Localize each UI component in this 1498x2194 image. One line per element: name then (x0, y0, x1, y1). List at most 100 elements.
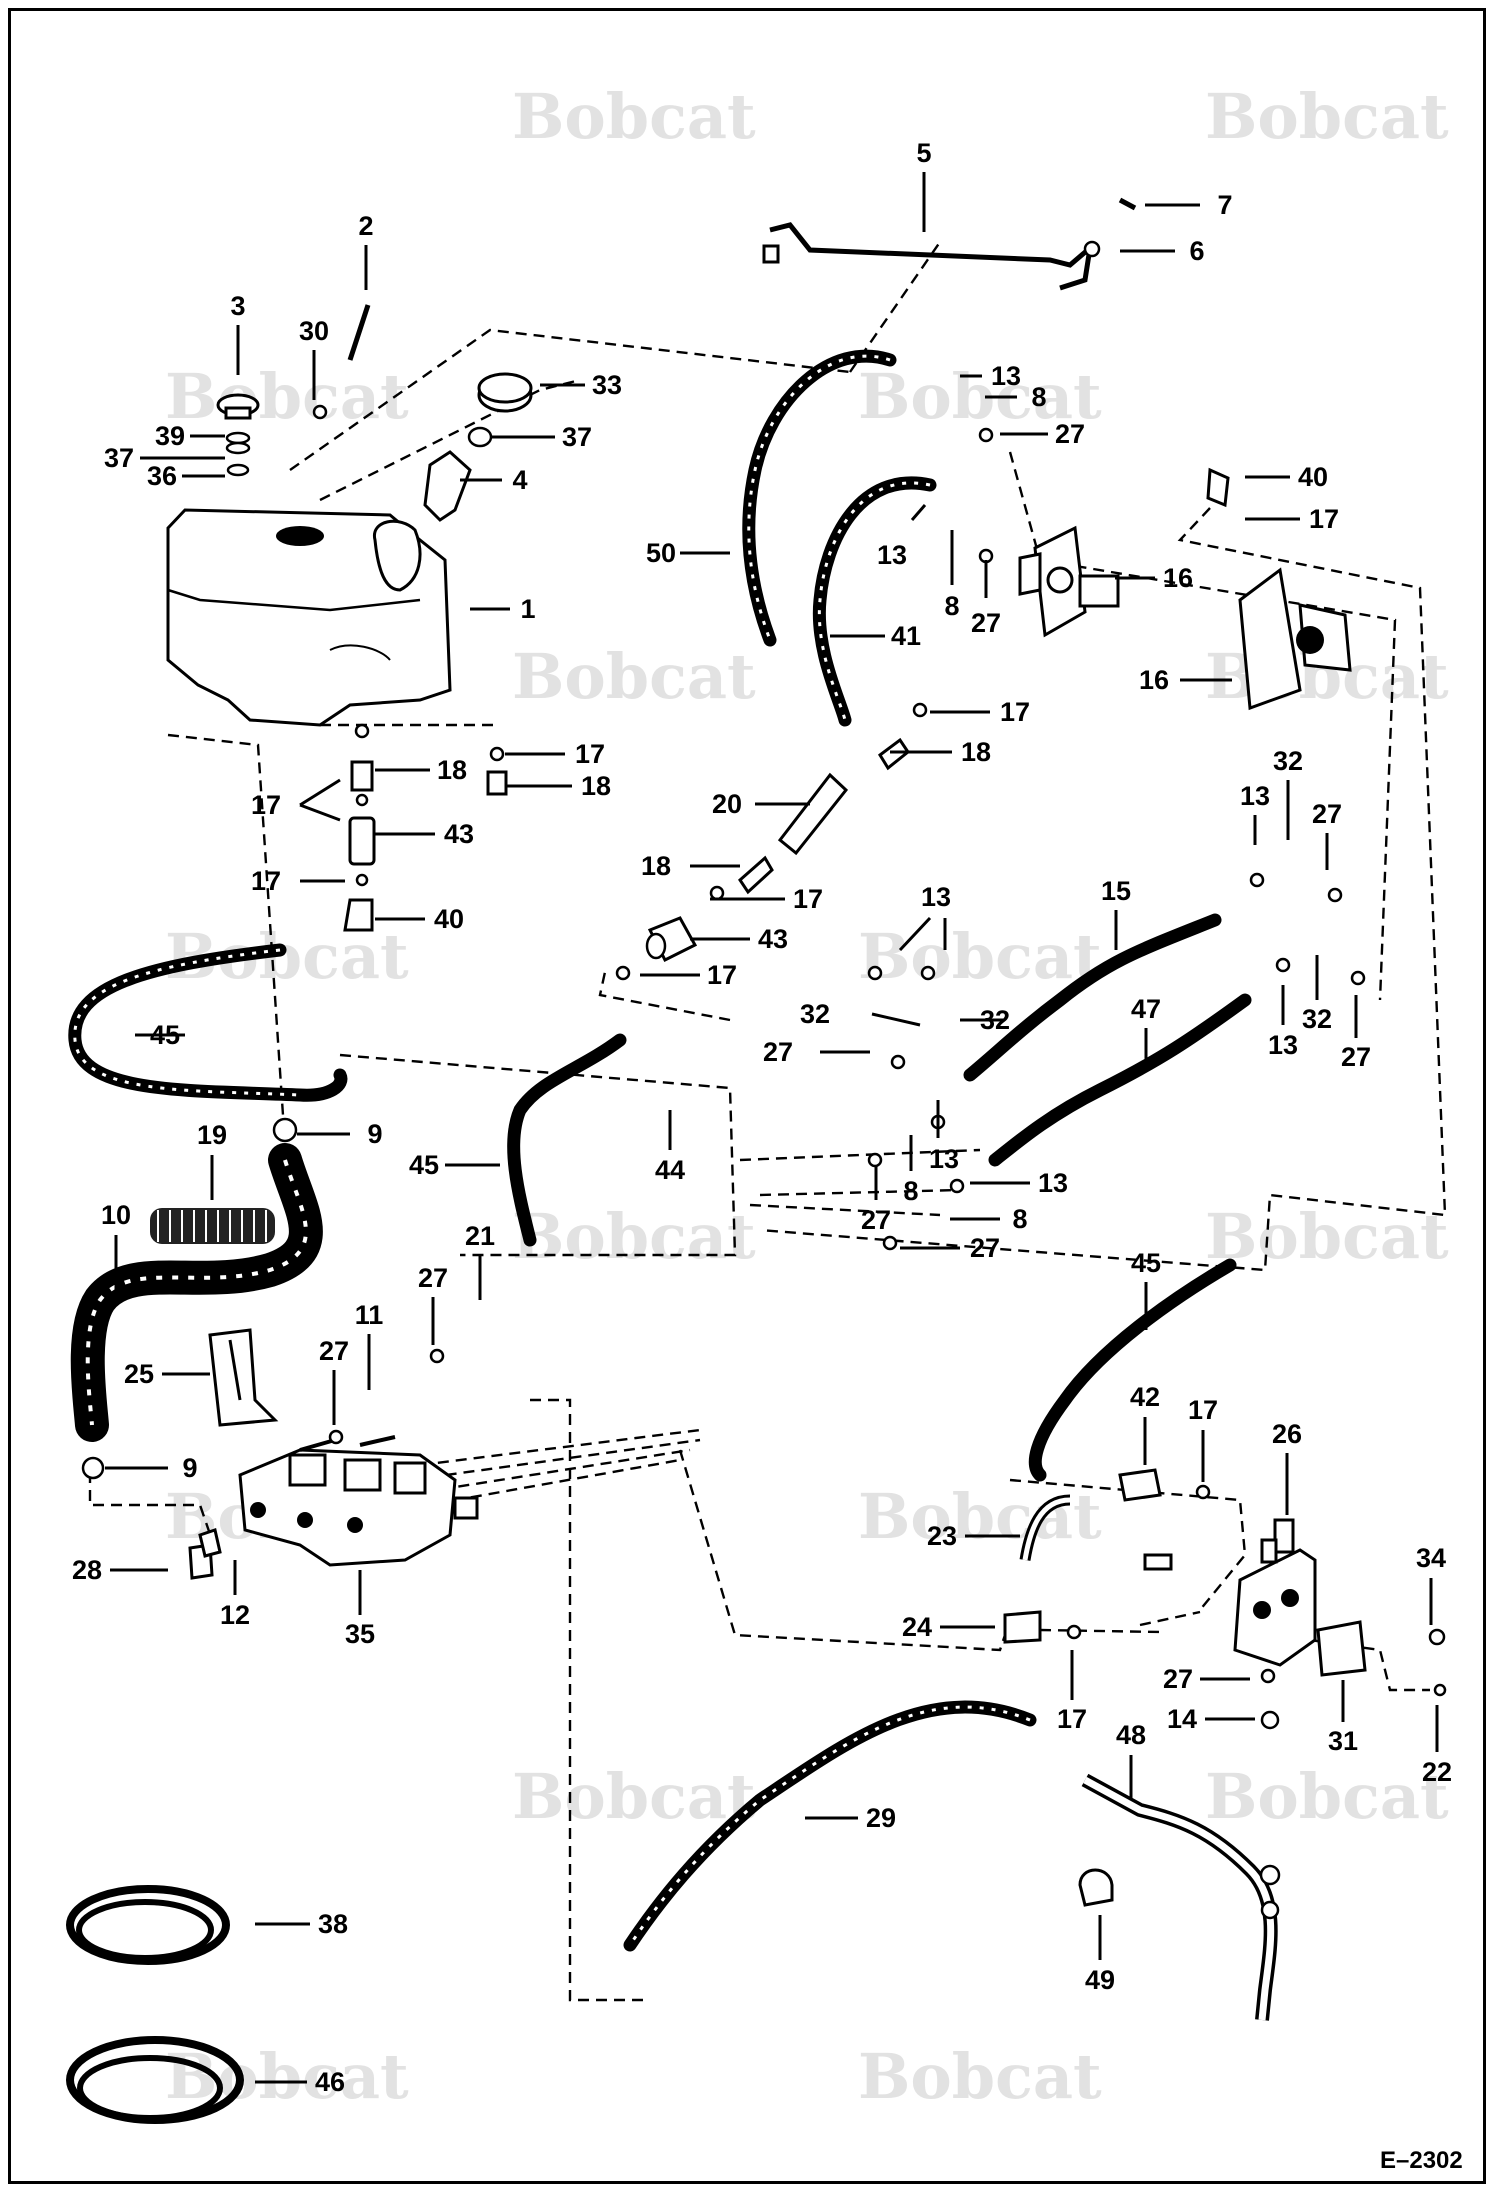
callout-label: 27 (1055, 419, 1085, 449)
control-valve-35 (238, 1435, 479, 1567)
callout-label: 27 (763, 1037, 793, 1067)
o-ring-seals (81, 427, 1447, 1730)
tube-23 (1019, 1494, 1071, 1561)
frame-bar-5 (762, 197, 1137, 291)
callout-label: 24 (902, 1612, 932, 1642)
coupler-20 (738, 737, 911, 895)
callout-label: 14 (1167, 1704, 1197, 1734)
callout-label: 13 (929, 1144, 959, 1174)
callout-label: 41 (891, 621, 921, 651)
hose-29 (623, 1700, 1037, 1952)
dipstick-2 (312, 304, 371, 420)
callout-label: 6 (1189, 236, 1204, 266)
callout-label: 43 (444, 819, 474, 849)
callout-label: 5 (916, 138, 931, 168)
callout-label: 13 (1268, 1030, 1298, 1060)
callout-label: 17 (1188, 1395, 1218, 1425)
callout-label: 34 (1416, 1543, 1446, 1573)
callout-label: 11 (355, 1300, 384, 1330)
watermark: Bobcat (1205, 1200, 1449, 1273)
hose-coil-38 (66, 1885, 230, 1965)
callout-label: 13 (877, 540, 907, 570)
callout-label: 9 (182, 1453, 197, 1483)
hose-45-right (1028, 1258, 1237, 1482)
leader-lines (105, 172, 1439, 2084)
callout-label: 3 (230, 291, 245, 321)
callout-label: 27 (319, 1336, 349, 1366)
callout-label: 17 (251, 866, 281, 896)
callout-label: 47 (1131, 994, 1161, 1024)
hose-47 (988, 993, 1252, 1167)
callout-label: 12 (220, 1600, 250, 1630)
callout-label: 27 (970, 1233, 1000, 1263)
callout-label: 49 (1085, 1965, 1115, 1995)
callout-label: 17 (251, 790, 281, 820)
callout-labels: 1234567888899101112131313131313131415161… (72, 138, 1452, 2097)
callout-label: 45 (150, 1020, 180, 1050)
callout-label: 39 (155, 421, 185, 451)
callout-label: 8 (1012, 1204, 1027, 1234)
tee-42 (1003, 1468, 1162, 1644)
callout-label: 37 (104, 443, 134, 473)
bracket-25 (208, 1328, 279, 1427)
strainer-4 (423, 426, 493, 522)
callout-label: 8 (944, 591, 959, 621)
breather-cap-3 (216, 393, 260, 477)
filter-fittings (343, 723, 508, 932)
spring-guard-19 (150, 1208, 275, 1244)
callout-label: 50 (646, 538, 676, 568)
watermark: Bobcat (165, 2040, 409, 2113)
callout-label: 17 (707, 960, 737, 990)
callout-label: 17 (1000, 697, 1030, 727)
callout-label: 45 (1131, 1248, 1161, 1278)
watermark: Bobcat (1205, 80, 1449, 153)
callout-label: 36 (147, 461, 177, 491)
diverter-valve-26 (1143, 1518, 1367, 1677)
callout-label: 45 (409, 1150, 439, 1180)
callout-label: 48 (1116, 1720, 1146, 1750)
callout-label: 33 (592, 370, 622, 400)
watermark: Bobcat (1205, 1760, 1449, 1833)
callout-label: 29 (866, 1803, 896, 1833)
callout-label: 17 (575, 739, 605, 769)
callout-label: 37 (562, 422, 592, 452)
watermark: Bobcat (512, 1200, 756, 1273)
drawing-code: E–2302 (1380, 2147, 1463, 2174)
callout-label: 20 (712, 789, 742, 819)
callout-label: 31 (1328, 1726, 1358, 1756)
callout-label: 32 (1302, 1004, 1332, 1034)
watermark: Bobcat (858, 1480, 1102, 1553)
diagram-frame (8, 8, 1486, 2184)
callout-label: 27 (418, 1263, 448, 1293)
callout-label: 40 (434, 904, 464, 934)
callout-label: 18 (581, 771, 611, 801)
callout-label: 1 (520, 594, 535, 624)
callout-label: 22 (1422, 1757, 1452, 1787)
callout-label: 7 (1217, 190, 1232, 220)
callout-label: 18 (437, 755, 467, 785)
watermark: Bobcat (858, 920, 1102, 993)
callout-label: 30 (299, 316, 329, 346)
callout-label: 2 (358, 211, 373, 241)
watermark: Bobcat (512, 1760, 756, 1833)
watermark: Bobcat (512, 80, 756, 153)
callout-label: 18 (641, 851, 671, 881)
callout-label: 27 (1312, 799, 1342, 829)
callout-label: 13 (1038, 1168, 1068, 1198)
callout-label: 15 (1101, 876, 1131, 906)
callout-label: 27 (1341, 1042, 1371, 1072)
callout-label: 27 (971, 608, 1001, 638)
callout-label: 17 (1057, 1704, 1087, 1734)
watermark: Bobcat (512, 640, 756, 713)
callout-label: 13 (991, 361, 1021, 391)
callout-label: 8 (1031, 382, 1046, 412)
callout-label: 35 (345, 1619, 375, 1649)
suction-hose-10 (70, 1143, 323, 1442)
callout-label: 26 (1272, 1419, 1302, 1449)
callout-label: 46 (315, 2067, 345, 2097)
callout-label: 27 (861, 1205, 891, 1235)
watermark: Bobcat (858, 360, 1102, 433)
callout-label: 18 (961, 737, 991, 767)
callout-label: 17 (1309, 504, 1339, 534)
